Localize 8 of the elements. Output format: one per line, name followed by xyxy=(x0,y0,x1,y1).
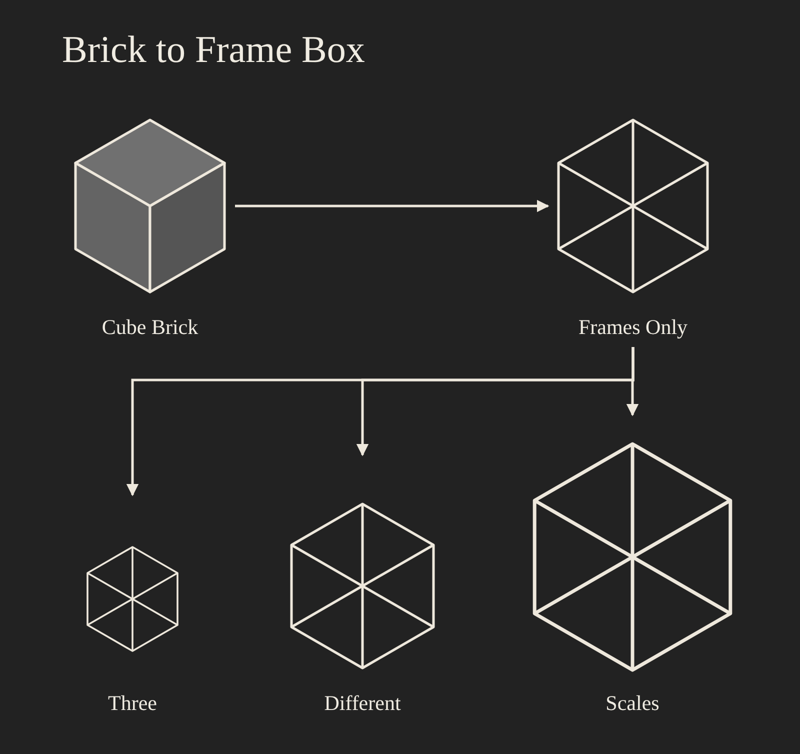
title: Brick to Frame Box xyxy=(62,28,365,72)
node-label: Different xyxy=(324,691,401,716)
node-label: Cube Brick xyxy=(102,315,198,340)
node-label: Frames Only xyxy=(578,315,688,340)
arrow xyxy=(626,347,639,416)
node-label: Three xyxy=(108,691,157,716)
node-label: Scales xyxy=(606,691,660,716)
arrow xyxy=(235,200,550,212)
